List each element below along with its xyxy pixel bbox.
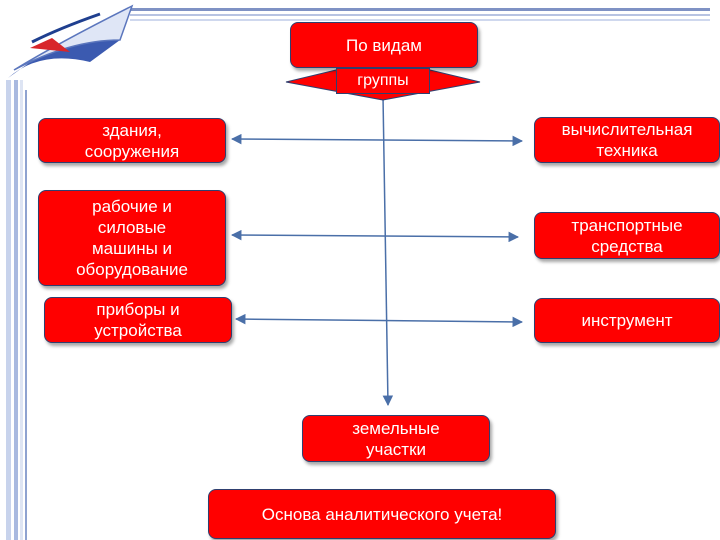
- node-buildings: здания, сооружения: [38, 118, 226, 163]
- footer-note: Основа аналитического учета!: [208, 489, 556, 539]
- node-machines: рабочие и силовые машины и оборудование: [38, 190, 226, 286]
- top-node: По видам: [290, 22, 478, 68]
- left-stripes: [6, 80, 27, 540]
- node-devices: приборы и устройства: [44, 297, 232, 343]
- node-vehicles: транспортные средства: [534, 212, 720, 259]
- node-computers: вычислительная техника: [534, 117, 720, 163]
- node-tools: инструмент: [534, 298, 720, 343]
- node-land: земельные участки: [302, 415, 490, 462]
- group-label: группы: [336, 68, 430, 94]
- top-stripes: [130, 8, 710, 21]
- book-logo-icon: [8, 4, 134, 78]
